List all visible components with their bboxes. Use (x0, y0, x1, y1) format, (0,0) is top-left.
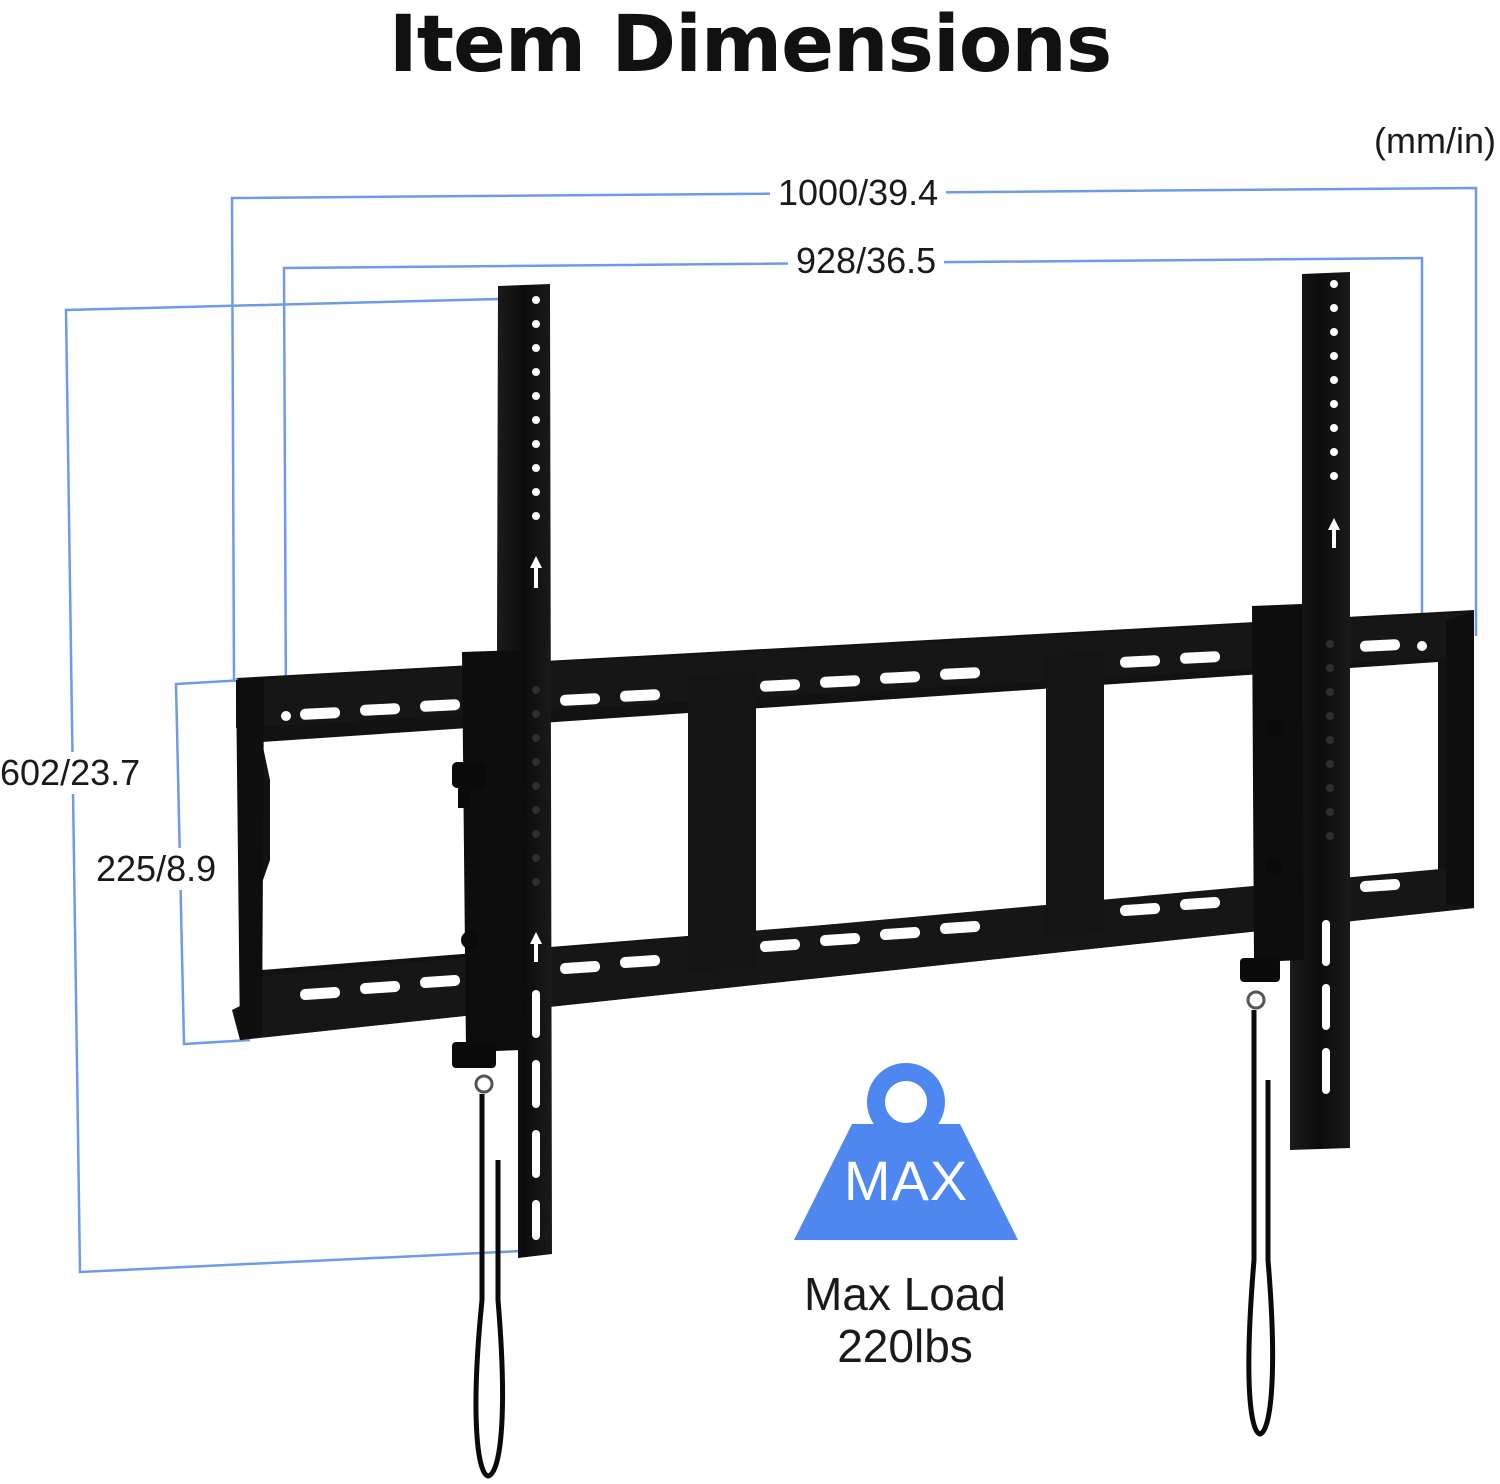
total-height-label: 602/23.7 (0, 752, 149, 794)
right-edge (1446, 612, 1474, 908)
frame-height-label: 225/8.9 (88, 848, 225, 890)
max-badge-label: MAX (843, 1149, 969, 1212)
center-plate-right (1046, 652, 1104, 938)
release-straps (473, 1010, 1276, 1479)
left-edge (236, 678, 264, 1040)
inner-width-label: 928/36.5 (788, 240, 945, 282)
max-load-caption: Max Load 220lbs (755, 1268, 1055, 1372)
right-arm-holes (1322, 280, 1340, 1094)
left-arm-dark-holes (532, 686, 540, 886)
right-arm (1290, 272, 1350, 1150)
page-title: Item Dimensions (388, 0, 1113, 90)
top-rail-slots (281, 639, 1427, 721)
frame-opening (256, 662, 1438, 970)
max-load-line2: 220lbs (837, 1320, 973, 1372)
strap-rings (474, 990, 1266, 1094)
units-label: (mm/in) (1374, 120, 1496, 161)
weight-icon (794, 1063, 1018, 1240)
bottom-rail-slots (300, 878, 1401, 1001)
left-arm-holes (530, 296, 542, 1240)
max-load-line1: Max Load (803, 1268, 1006, 1320)
tilt-knobs (452, 719, 1283, 1068)
tv-mount-bracket (232, 272, 1474, 1479)
right-arm-dark-holes (1326, 640, 1334, 840)
right-arm-bracket (1252, 604, 1304, 962)
center-plate-left (688, 672, 756, 972)
outer-width-label: 1000/39.4 (770, 172, 947, 214)
left-arm-bracket (462, 650, 522, 1052)
